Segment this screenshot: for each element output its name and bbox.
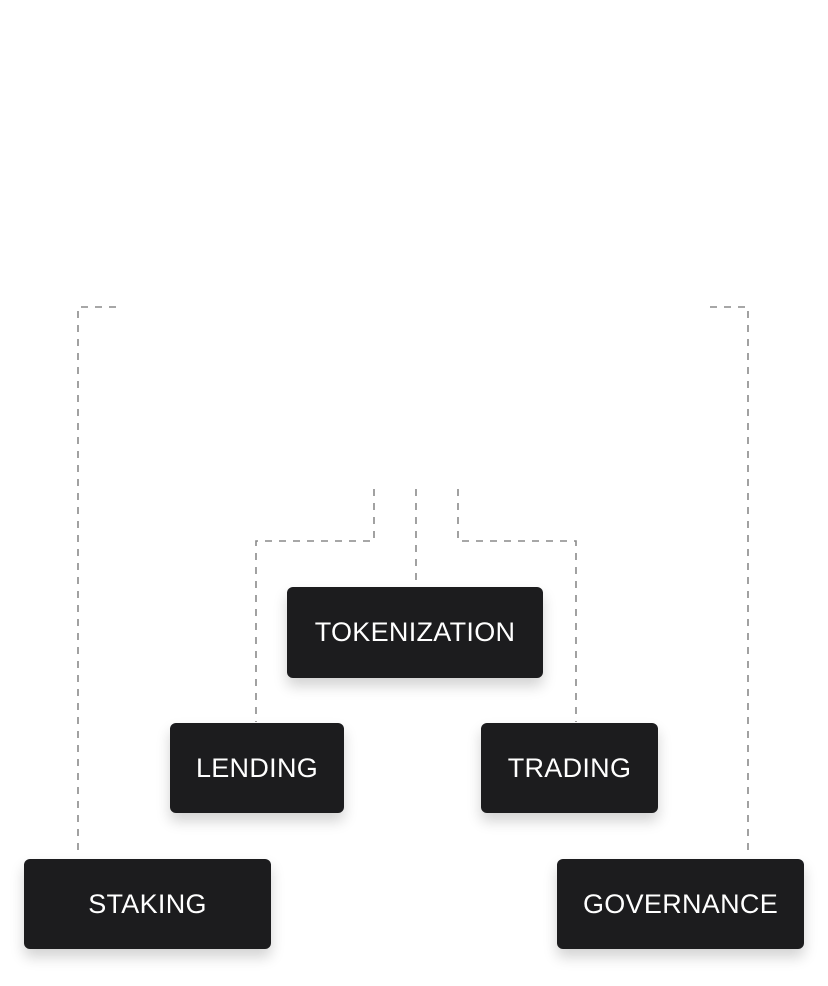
- node-trading: TRADING: [481, 723, 658, 813]
- node-governance: GOVERNANCE: [557, 859, 804, 949]
- node-tokenization: TOKENIZATION: [287, 587, 543, 678]
- connector-governance: [710, 306, 749, 855]
- node-lending: LENDING: [170, 723, 344, 813]
- connector-staking: [77, 306, 116, 855]
- node-staking: STAKING: [24, 859, 271, 949]
